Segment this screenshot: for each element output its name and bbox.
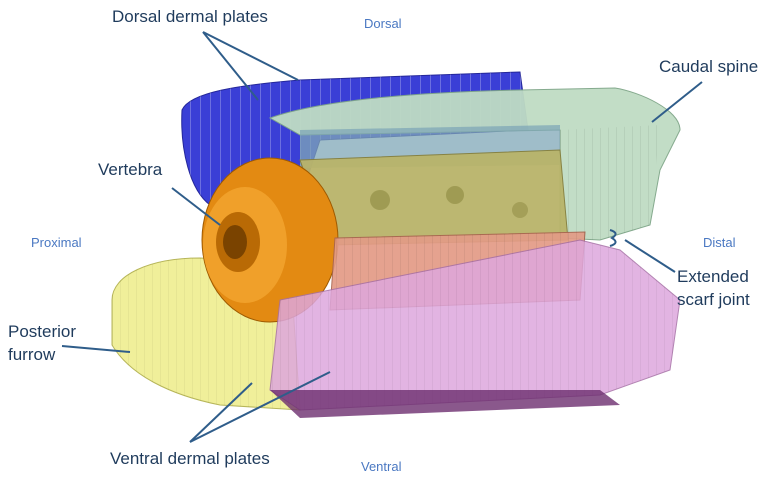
label-ventral-dermal-plates: Ventral dermal plates (110, 449, 270, 469)
orientation-ventral: Ventral (361, 459, 401, 474)
orientation-dorsal: Dorsal (364, 16, 402, 31)
label-extended-scarf-joint-line1: Extended (677, 267, 749, 287)
olive-block-shape (300, 150, 568, 245)
orientation-proximal: Proximal (31, 235, 82, 250)
label-posterior-furrow-line1: Posterior (8, 322, 76, 342)
label-extended-scarf-joint-line2: scarf joint (677, 290, 750, 310)
label-dorsal-dermal-plates: Dorsal dermal plates (112, 7, 268, 27)
label-vertebra: Vertebra (98, 160, 162, 180)
label-posterior-furrow-line2: furrow (8, 345, 55, 365)
label-caudal-spine: Caudal spine (659, 57, 758, 77)
orientation-distal: Distal (703, 235, 736, 250)
